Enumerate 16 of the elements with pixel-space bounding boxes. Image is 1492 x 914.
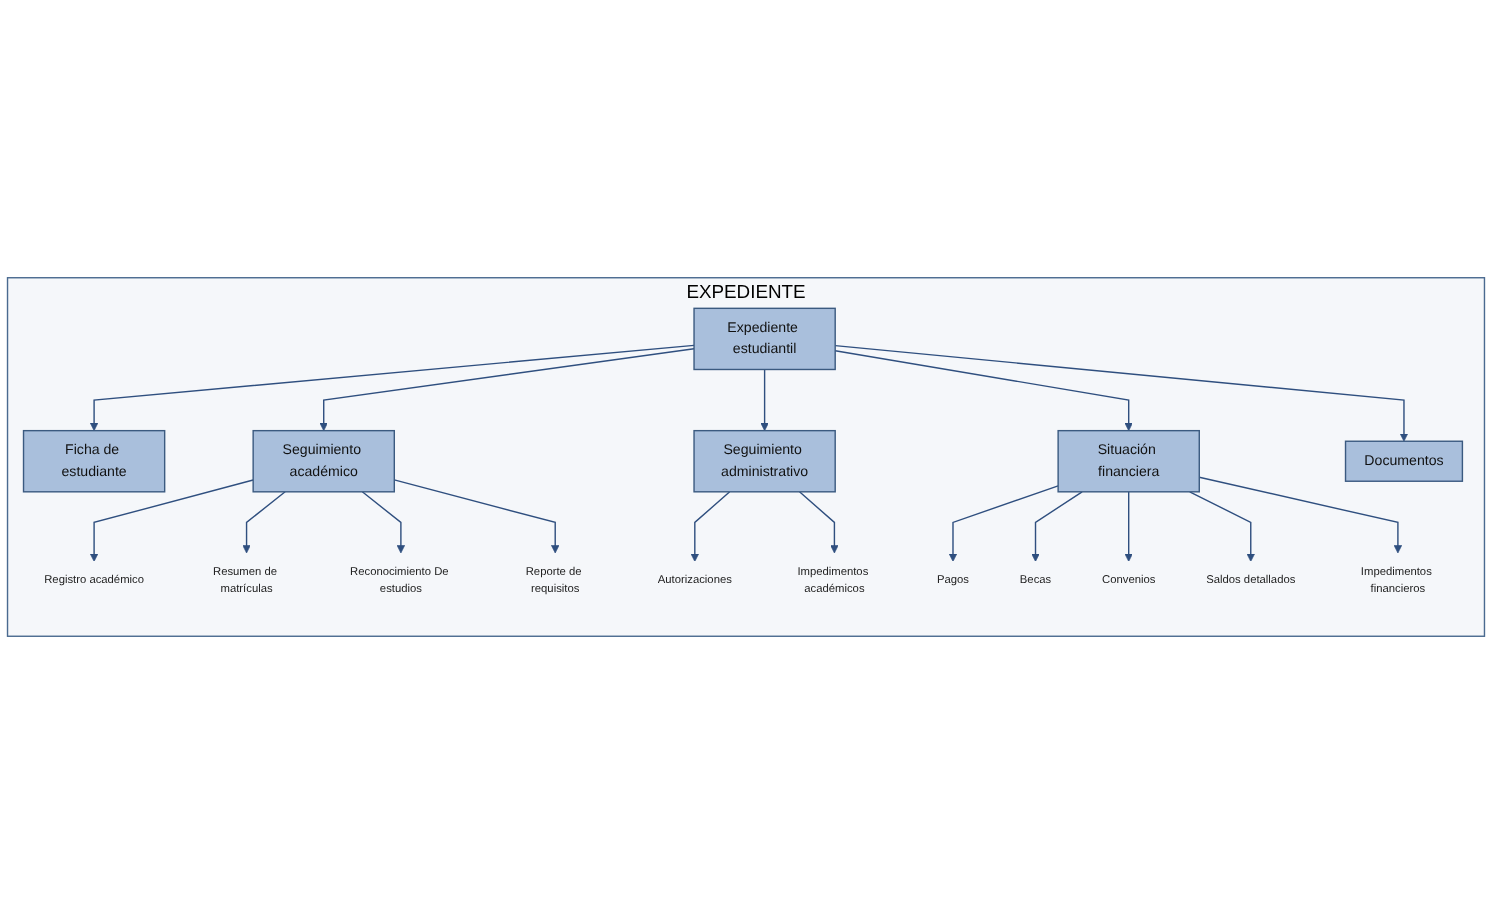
arrow	[1124, 491, 1133, 562]
arrow	[1189, 491, 1255, 562]
arrow	[242, 491, 286, 554]
arrow	[798, 491, 839, 554]
arrow	[1031, 491, 1083, 562]
arrow	[760, 368, 769, 432]
arrow	[690, 491, 731, 562]
arrow	[89, 479, 254, 562]
arrow	[834, 350, 1133, 432]
arrow	[834, 344, 1409, 442]
arrow	[1198, 476, 1403, 554]
arrow	[361, 491, 406, 554]
arrow	[319, 348, 695, 432]
arrow	[89, 344, 695, 432]
arrow	[948, 485, 1059, 562]
arrow	[393, 479, 560, 554]
